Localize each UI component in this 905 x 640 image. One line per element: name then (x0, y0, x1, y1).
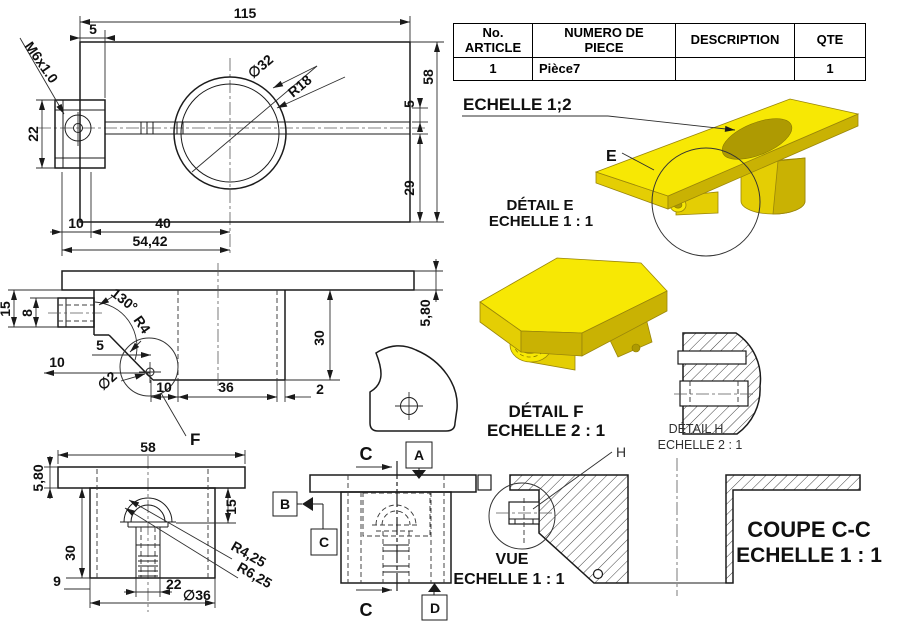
marker-f: F (190, 430, 200, 449)
label-m6-thread: M6x1.0 (22, 39, 62, 87)
label-coupe-scale: ECHELLE 1 : 1 (736, 544, 882, 567)
part-iso-main (594, 98, 860, 216)
detail-h-2d (674, 332, 762, 435)
bom-cell-no: 1 (453, 57, 533, 81)
label-detail-h-title: DÉTAIL H (669, 421, 724, 436)
dim-2: 2 (316, 381, 324, 397)
dim-115: 115 (234, 5, 257, 21)
bom-cell-piece: Pièce7 (532, 57, 676, 81)
dim-29: 29 (401, 180, 417, 196)
part-iso-detail-e (479, 257, 668, 371)
label-detail-e-title: DÉTAIL E (507, 197, 574, 214)
dim-15-side: 15 (223, 499, 239, 515)
bom-table: No. ARTICLE NUMERO DE PIECE DESCRIPTION … (453, 23, 866, 81)
marker-h: H (616, 444, 626, 460)
dim-dia32: ∅32 (245, 51, 277, 81)
datum-d: D (430, 600, 440, 616)
bom-header-piece: NUMERO DE PIECE (532, 23, 676, 58)
view-coupe-cc: H VUE ECHELLE 1 : 1 COUPE C-C ECHELLE 1 … (453, 444, 882, 596)
vue-circle (488, 482, 556, 550)
dim-9: 9 (53, 573, 61, 589)
dim-5-top: 5 (89, 21, 97, 37)
dim-36: 36 (218, 379, 234, 395)
dim-10-bottom: 10 (68, 215, 84, 231)
view-section-guide: C C A B C D (272, 441, 477, 621)
view-top: 115 5 M6x1.0 22 ∅32 R18 58 5 29 10 40 54… (19, 5, 444, 256)
bom-row: 1 Pièce7 1 (453, 57, 866, 81)
detail-f-2d (369, 345, 458, 432)
detail-f-circle (119, 337, 179, 397)
datum-b: B (280, 496, 290, 512)
dim-40: 40 (155, 215, 171, 231)
dim-22: 22 (25, 126, 41, 142)
dim-22-side: 22 (166, 576, 182, 592)
dim-58-side: 58 (140, 439, 156, 455)
bom-header-qte: QTE (794, 23, 866, 58)
label-coupe-title: COUPE C-C (747, 517, 871, 542)
dim-58: 58 (420, 69, 436, 85)
dim-30-front: 30 (311, 330, 327, 346)
dim-5-right: 5 (401, 100, 417, 108)
dim-5-front: 5 (96, 337, 104, 353)
view-side: 58 5,80 15 30 9 22 ∅36 R4,25 R6,25 (30, 439, 275, 612)
bom-cell-qte: 1 (794, 57, 866, 81)
label-detail-e-scale: ECHELLE 1 : 1 (489, 213, 593, 230)
marker-e: E (606, 148, 617, 165)
dim-580-front: 5,80 (417, 299, 433, 326)
dim-30-side: 30 (62, 545, 78, 561)
dim-dia2: ∅2 (94, 368, 120, 393)
label-echelle-main: ECHELLE 1;2 (463, 95, 572, 114)
datum-a: A (414, 447, 424, 463)
dim-54-42: 54,42 (132, 233, 167, 249)
dim-580-side: 5,80 (30, 464, 46, 491)
dim-r4: R4 (131, 313, 154, 337)
bom-header-no: No. ARTICLE (453, 23, 533, 58)
label-detail-f-title: DÉTAIL F (509, 402, 584, 421)
dim-10-front: 10 (49, 354, 65, 370)
label-vue-title: VUE (496, 551, 529, 568)
detail-e-circle (651, 147, 761, 257)
bom-cell-description (675, 57, 795, 81)
bom-header-description: DESCRIPTION (675, 23, 795, 58)
label-detail-f-scale: ECHELLE 2 : 1 (487, 421, 605, 440)
dim-r18: R18 (285, 71, 315, 100)
section-label-c-bottom: C (360, 600, 373, 620)
section-label-c-top: C (360, 444, 373, 464)
label-detail-h-scale: ECHELLE 2 : 1 (658, 438, 743, 452)
label-vue-scale: ECHELLE 1 : 1 (453, 571, 564, 588)
dim-dia36: ∅36 (183, 587, 211, 603)
datum-c: C (319, 534, 329, 550)
dim-8: 8 (19, 309, 35, 317)
view-front: 15 8 130° R4 5 10 ∅2 10 36 2 30 5,80 (0, 259, 443, 437)
dim-10-front-bottom: 10 (156, 379, 172, 395)
dim-15-front: 15 (0, 301, 13, 317)
